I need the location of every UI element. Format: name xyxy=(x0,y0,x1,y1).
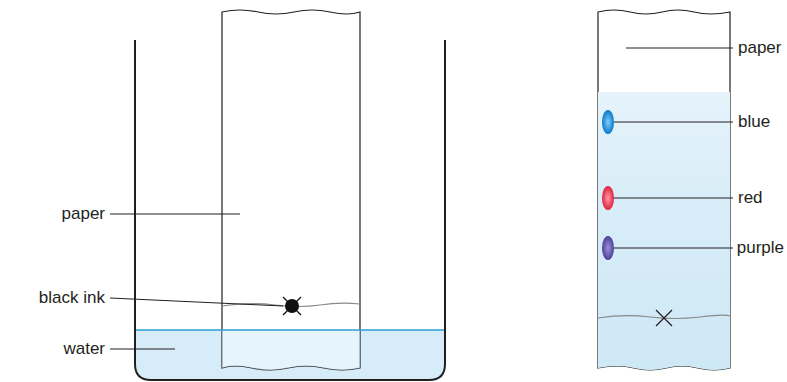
cross-mark xyxy=(656,310,672,326)
wet-paper xyxy=(222,330,360,370)
leader-line xyxy=(110,349,175,350)
leader-line xyxy=(110,214,240,215)
chromatogram xyxy=(598,10,730,370)
beaker xyxy=(135,40,445,380)
leader-line xyxy=(626,48,733,49)
cross-mark xyxy=(283,297,301,315)
solvent-region xyxy=(598,92,730,370)
part-label: paper xyxy=(62,204,105,224)
part-label: paper xyxy=(738,38,781,58)
part-label: water xyxy=(63,339,105,359)
water-fill xyxy=(135,330,445,380)
part-label: red xyxy=(738,188,763,208)
leader-line xyxy=(614,248,733,249)
blue-spot xyxy=(602,110,614,134)
leader-line xyxy=(614,198,733,199)
leader-line xyxy=(110,298,283,306)
part-label: blue xyxy=(738,112,770,132)
leader-line xyxy=(614,122,733,123)
part-label: purple xyxy=(737,238,784,258)
paper-strip xyxy=(222,10,360,370)
purple-spot xyxy=(602,236,614,260)
red-spot xyxy=(602,186,614,210)
part-label: black ink xyxy=(39,288,105,308)
water-surface xyxy=(135,329,445,330)
